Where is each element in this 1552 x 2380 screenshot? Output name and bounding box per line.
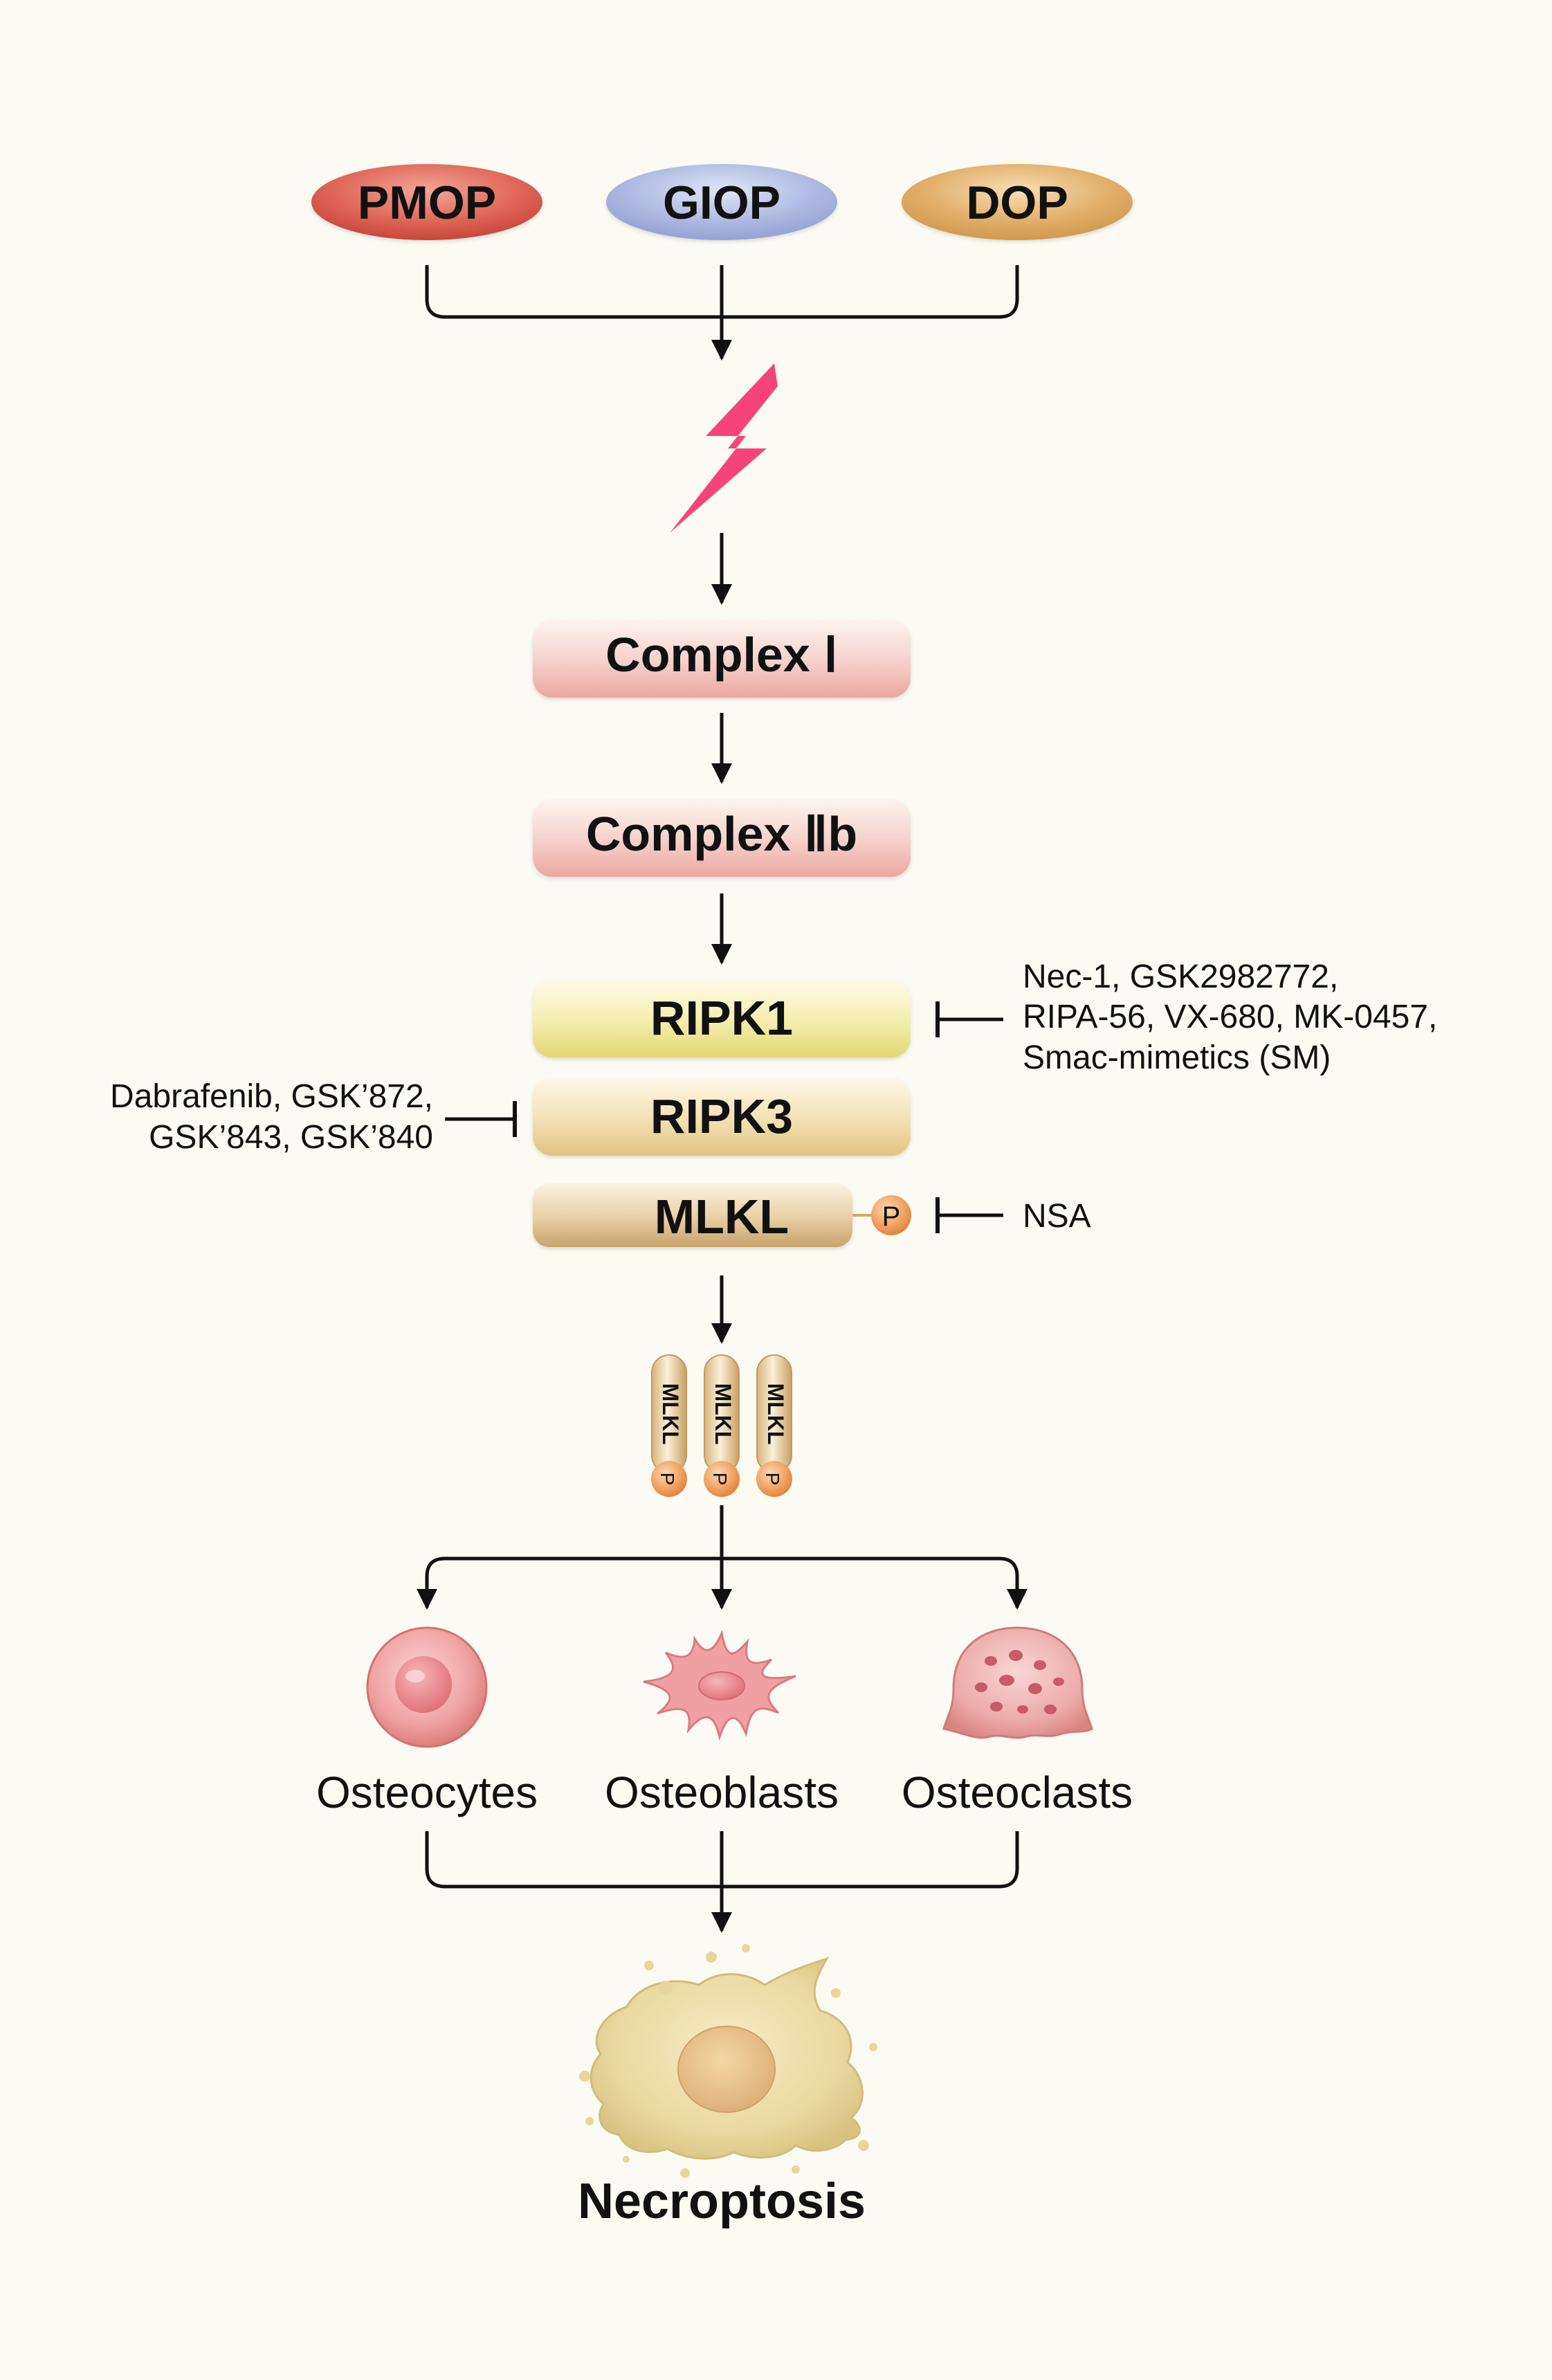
ripk1-inhibitors-line1: Nec-1, GSK2982772, (1023, 959, 1338, 995)
ripk1-box: RIPK1 (533, 980, 911, 1057)
mlkl-box: MLKL P (533, 1183, 911, 1247)
mlkl-oligomer-unit: MLKL P (651, 1354, 687, 1497)
mlkl-label: MLKL (655, 1190, 789, 1244)
mlkl-oligomer: MLKL P MLKL P MLKL P (651, 1354, 792, 1497)
complex-1-box: Complex Ⅰ (533, 620, 911, 698)
source-pmop-label: PMOP (358, 176, 496, 229)
source-dop-label: DOP (966, 176, 1068, 229)
svg-text:P: P (762, 1473, 783, 1486)
osteocyte-icon (366, 1626, 488, 1748)
necrotic-cell-icon (579, 1944, 877, 2178)
mlkl-inhibition-bar (935, 1197, 1003, 1233)
source-pmop: PMOP (311, 164, 542, 240)
ripk1-inhibitors-line2: RIPA-56, VX-680, MK-0457, (1023, 999, 1437, 1035)
lightning-icon (670, 363, 778, 533)
source-giop-label: GIOP (663, 176, 780, 229)
necroptosis-label: Necroptosis (578, 2174, 866, 2229)
ripk3-label: RIPK3 (650, 1089, 793, 1143)
mlkl-phospho-icon (871, 1195, 911, 1235)
ripk3-inhibition-bar (445, 1101, 517, 1137)
ripk3-inhibitors-line1: Dabrafenib, GSK’872, (110, 1078, 433, 1115)
ripk1-inhibition-bar (935, 1001, 1003, 1037)
svg-text:P: P (657, 1473, 678, 1486)
osteoblasts-label: Osteoblasts (605, 1768, 839, 1817)
source-giop: GIOP (606, 164, 837, 240)
ripk3-inhibitors-line2: GSK’843, GSK’840 (149, 1119, 433, 1156)
complex-2b-box: Complex Ⅱb (533, 799, 911, 877)
complex-2b-label: Complex Ⅱb (586, 807, 857, 861)
complex-1-label: Complex Ⅰ (605, 628, 838, 682)
osteoclasts-label: Osteoclasts (902, 1768, 1133, 1817)
mlkl-phospho-label: P (882, 1201, 901, 1232)
svg-text:MLKL: MLKL (763, 1383, 788, 1445)
svg-text:MLKL: MLKL (711, 1383, 736, 1445)
mlkl-oligomer-unit: MLKL P (704, 1354, 740, 1497)
osteoclast-icon (942, 1626, 1093, 1739)
ripk3-box: RIPK3 (533, 1078, 911, 1156)
svg-text:MLKL: MLKL (658, 1383, 683, 1445)
mlkl-oligomer-unit: MLKL P (756, 1354, 792, 1497)
svg-text:P: P (709, 1473, 731, 1486)
ripk1-inhibitors-line3: Smac-mimetics (SM) (1023, 1039, 1331, 1076)
ripk1-label: RIPK1 (650, 991, 793, 1045)
osteoblast-icon (643, 1630, 796, 1741)
source-dop: DOP (902, 164, 1133, 240)
osteocytes-label: Osteocytes (316, 1768, 538, 1817)
mlkl-inhibitor-label: NSA (1023, 1198, 1091, 1235)
